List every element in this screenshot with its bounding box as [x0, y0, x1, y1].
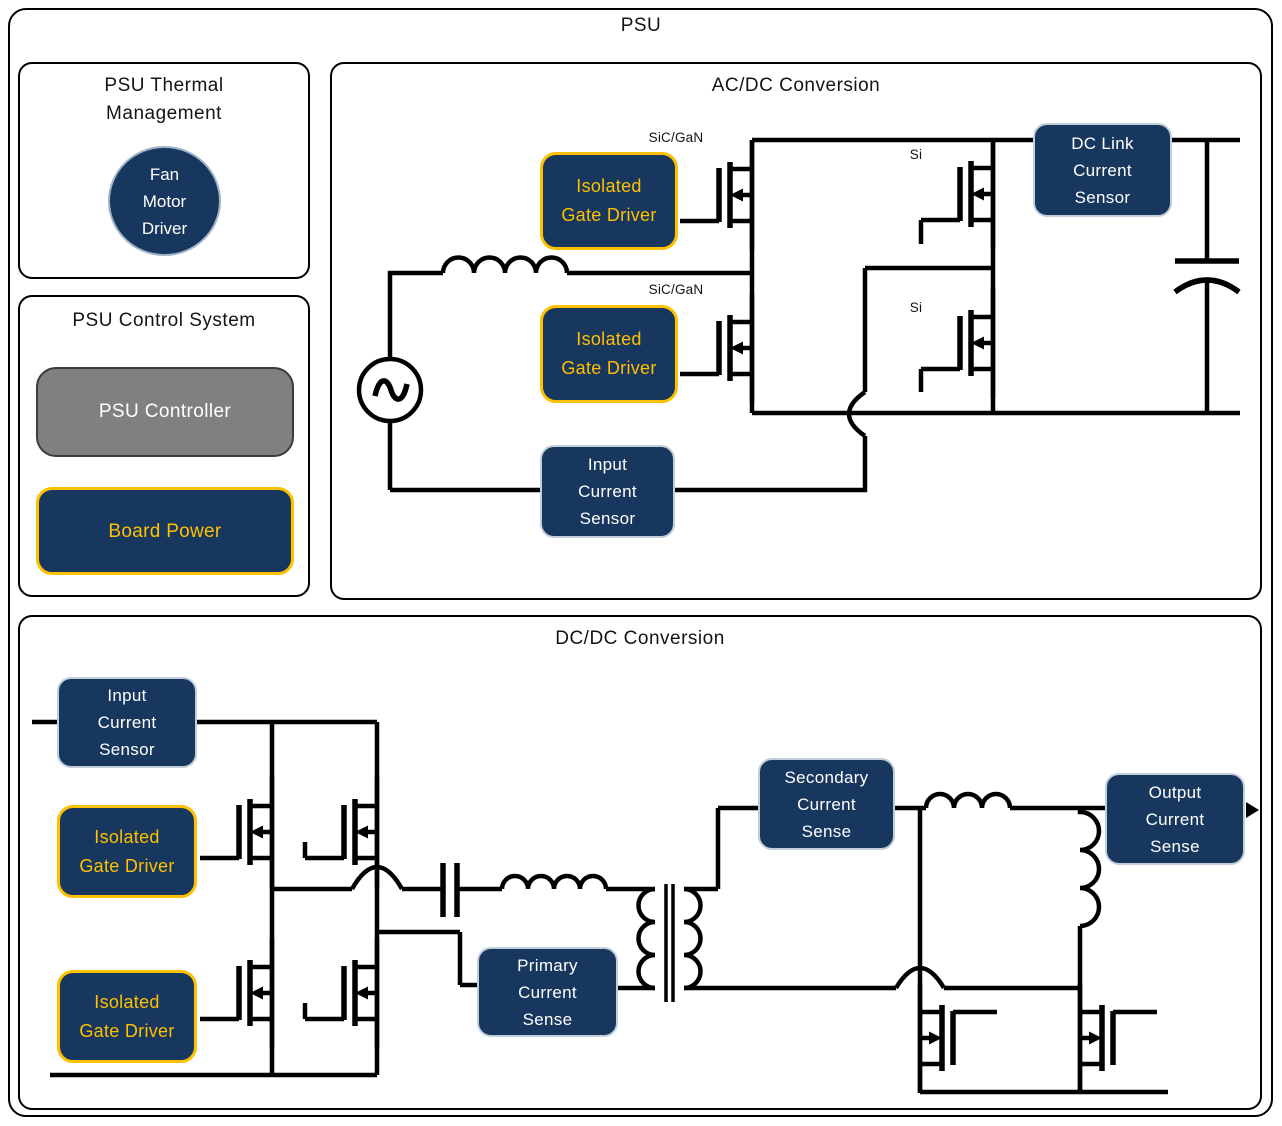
- resonant-capacitor: [440, 863, 460, 917]
- wire-return-to-sensor: [675, 436, 868, 493]
- dcdc-title: DC/DC Conversion: [555, 628, 725, 649]
- transformer-secondary-winding: [683, 886, 703, 991]
- wire-secondary-top: [684, 805, 758, 892]
- output-arrow-icon: [1246, 802, 1259, 818]
- si-label-1: Si: [909, 147, 923, 162]
- control-box: [18, 295, 310, 597]
- dc-link-current-sensor: DC Link Current Sensor: [1033, 123, 1172, 217]
- wire-si-midpoint-branch: [862, 265, 993, 392]
- thermal-box: [18, 62, 310, 279]
- sine-wave-icon: [372, 378, 410, 402]
- thermal-title: PSU Thermal Management: [104, 75, 224, 124]
- boost-inductor: [440, 255, 570, 274]
- acdc-gate-driver-2: Isolated Gate Driver: [540, 305, 678, 403]
- wire-primary-sense-left: [377, 929, 477, 988]
- wire-hop-acdc: [846, 390, 867, 438]
- acdc-box: [330, 62, 1262, 600]
- control-title: PSU Control System: [72, 310, 256, 331]
- wire-ac-top: [387, 270, 443, 359]
- dcdc-box: [18, 615, 1262, 1110]
- dcdc-input-current-sensor: Input Current Sensor: [57, 677, 197, 768]
- sic-gan-label-1: SiC/GaN: [648, 130, 704, 145]
- transformer-core: [664, 884, 675, 1002]
- capacitor-plate-bottom: [1173, 277, 1241, 295]
- output-inductor: [923, 791, 1013, 809]
- transformer-primary-winding: [636, 886, 656, 991]
- psu-title: PSU: [620, 15, 662, 36]
- sic-gan-label-2: SiC/GaN: [648, 282, 704, 297]
- acdc-title: AC/DC Conversion: [711, 75, 881, 96]
- acdc-input-current-sensor: Input Current Sensor: [540, 445, 675, 538]
- resonant-inductor: [499, 873, 609, 890]
- wire-sensor-to-source: [387, 421, 540, 493]
- board-power-block: Board Power: [36, 487, 294, 575]
- psu-outer-box: [8, 8, 1273, 1117]
- acdc-schematic: [356, 137, 1241, 493]
- acdc-gate-driver-1: Isolated Gate Driver: [540, 152, 678, 250]
- psu-controller-block: PSU Controller: [36, 367, 294, 457]
- output-current-sense: Output Current Sense: [1105, 773, 1245, 865]
- secondary-current-sense: Secondary Current Sense: [758, 758, 895, 850]
- dcdc-gate-driver-1: Isolated Gate Driver: [57, 805, 197, 898]
- output-winding: [1077, 808, 1102, 929]
- fan-motor-driver-node: Fan Motor Driver: [108, 146, 221, 256]
- dcdc-gate-driver-2: Isolated Gate Driver: [57, 970, 197, 1063]
- primary-current-sense: Primary Current Sense: [477, 947, 618, 1037]
- si-label-2: Si: [909, 300, 923, 315]
